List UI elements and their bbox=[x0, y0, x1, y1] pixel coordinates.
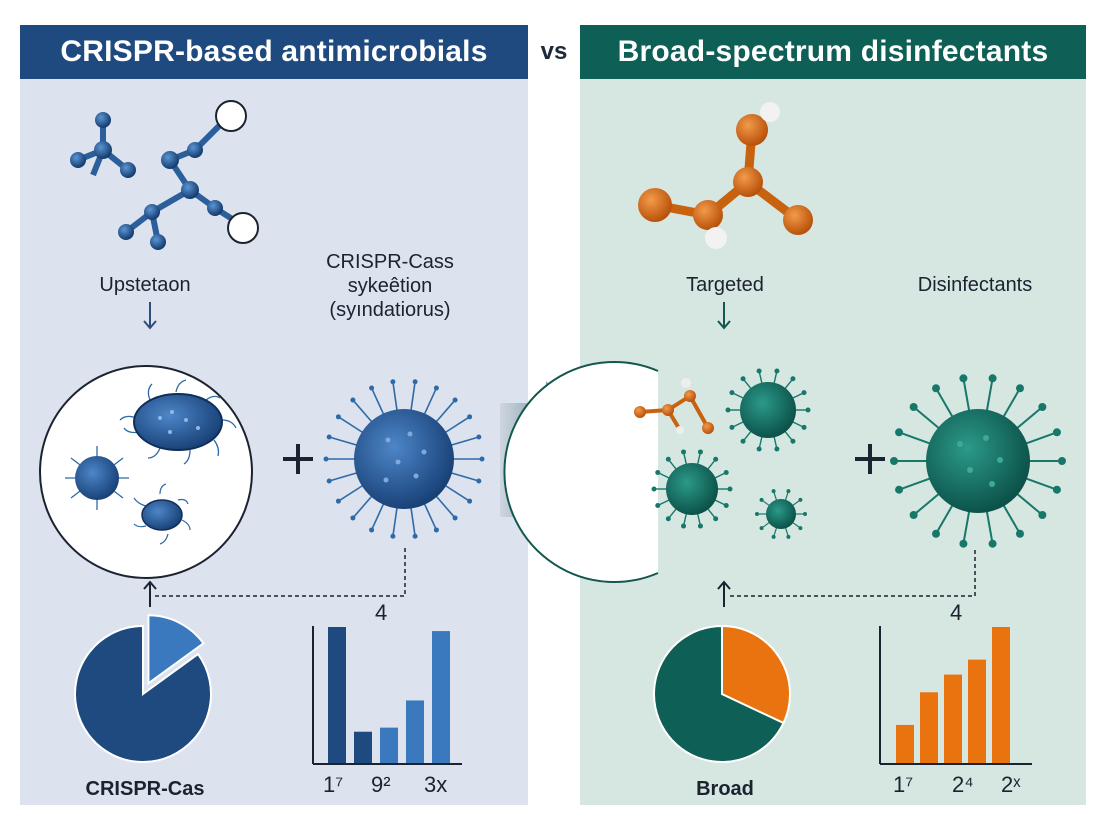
crispr-label-2-line3: (syındatiorus) bbox=[329, 299, 451, 321]
crispr-label-1: Upstetaon bbox=[99, 274, 191, 296]
disinfectant-tick-label-2: 2⁴ bbox=[952, 772, 974, 797]
feedback-arrow bbox=[717, 550, 976, 607]
vs-header-label: vs bbox=[540, 38, 568, 65]
disinfectant-tick-label-3: 2ˣ bbox=[1001, 772, 1021, 797]
bar-3 bbox=[380, 727, 398, 763]
plus-icon bbox=[283, 444, 313, 474]
bar-4 bbox=[406, 700, 424, 763]
small-molecule-icon bbox=[634, 378, 714, 434]
feedback-arrow bbox=[143, 548, 406, 607]
disinfectant-molecule-icon bbox=[638, 102, 813, 249]
vs-arrow-label: VS bbox=[522, 441, 557, 471]
pie-slice-2 bbox=[147, 614, 205, 686]
crispr-molecule-icon bbox=[70, 100, 259, 250]
crispr-bottom-label: CRISPR-Cas bbox=[85, 778, 205, 800]
pie-slice-1 bbox=[74, 624, 212, 763]
down-arrow-icon bbox=[717, 302, 731, 330]
large-virus-icon bbox=[890, 374, 1066, 548]
bar-5 bbox=[992, 627, 1010, 763]
crispr-bar-chart-axes bbox=[312, 626, 462, 765]
bar-2 bbox=[920, 692, 938, 763]
disinfectant-tick-label-1: 1⁷ bbox=[893, 772, 914, 797]
bar-1 bbox=[328, 627, 346, 763]
crispr-label-2: CRISPR-Cass sykeêtion (syındatiorus) bbox=[300, 250, 480, 322]
crispr-pie-chart bbox=[74, 614, 212, 763]
plus-icon bbox=[855, 444, 885, 474]
down-arrow-icon bbox=[143, 302, 157, 330]
bar-3 bbox=[944, 674, 962, 763]
virus-icon bbox=[755, 489, 807, 539]
disinfectant-bar-chart bbox=[896, 627, 1010, 763]
crispr-label-2-line1: CRISPR-Cass bbox=[326, 251, 454, 273]
disinfectant-population-circle bbox=[503, 361, 659, 583]
pie-slice-1 bbox=[653, 624, 785, 763]
bar-1 bbox=[896, 724, 914, 763]
disinfectant-label-1: Targeted bbox=[686, 274, 764, 296]
disinfectant-pie-chart bbox=[653, 624, 791, 763]
disinfectant-title-banner: Broad-spectrum disinfectants bbox=[580, 25, 1086, 79]
crispr-title-banner: CRISPR-based antimicrobials bbox=[20, 25, 528, 79]
virus-icon bbox=[725, 368, 811, 452]
crispr-tick-label-1: 1⁷ bbox=[323, 772, 344, 797]
pie-slice-2 bbox=[721, 624, 791, 725]
crispr-chart-number: 4 bbox=[375, 600, 388, 625]
disinfectant-bottom-label: Broad bbox=[696, 778, 754, 800]
crispr-label-2-line2: sykeêtion bbox=[347, 275, 433, 297]
disinfectant-bar-chart-axes bbox=[879, 626, 1032, 765]
disinfectant-label-2: Disinfectants bbox=[917, 274, 1033, 296]
bacterial-population-circle bbox=[39, 365, 253, 579]
bar-4 bbox=[968, 659, 986, 763]
bar-2 bbox=[354, 731, 372, 763]
crispr-bar-chart bbox=[328, 627, 450, 763]
bacterium-icon bbox=[119, 379, 237, 465]
large-virus-icon bbox=[323, 379, 485, 539]
virus-icon bbox=[651, 449, 733, 529]
crispr-tick-label-3: 3x bbox=[424, 772, 448, 797]
crispr-tick-label-2: 9² bbox=[371, 772, 391, 797]
bacterium-icon bbox=[133, 483, 191, 545]
disinfectant-chart-number: 4 bbox=[950, 600, 963, 625]
virus-icon bbox=[65, 446, 129, 510]
bar-5 bbox=[432, 631, 450, 763]
